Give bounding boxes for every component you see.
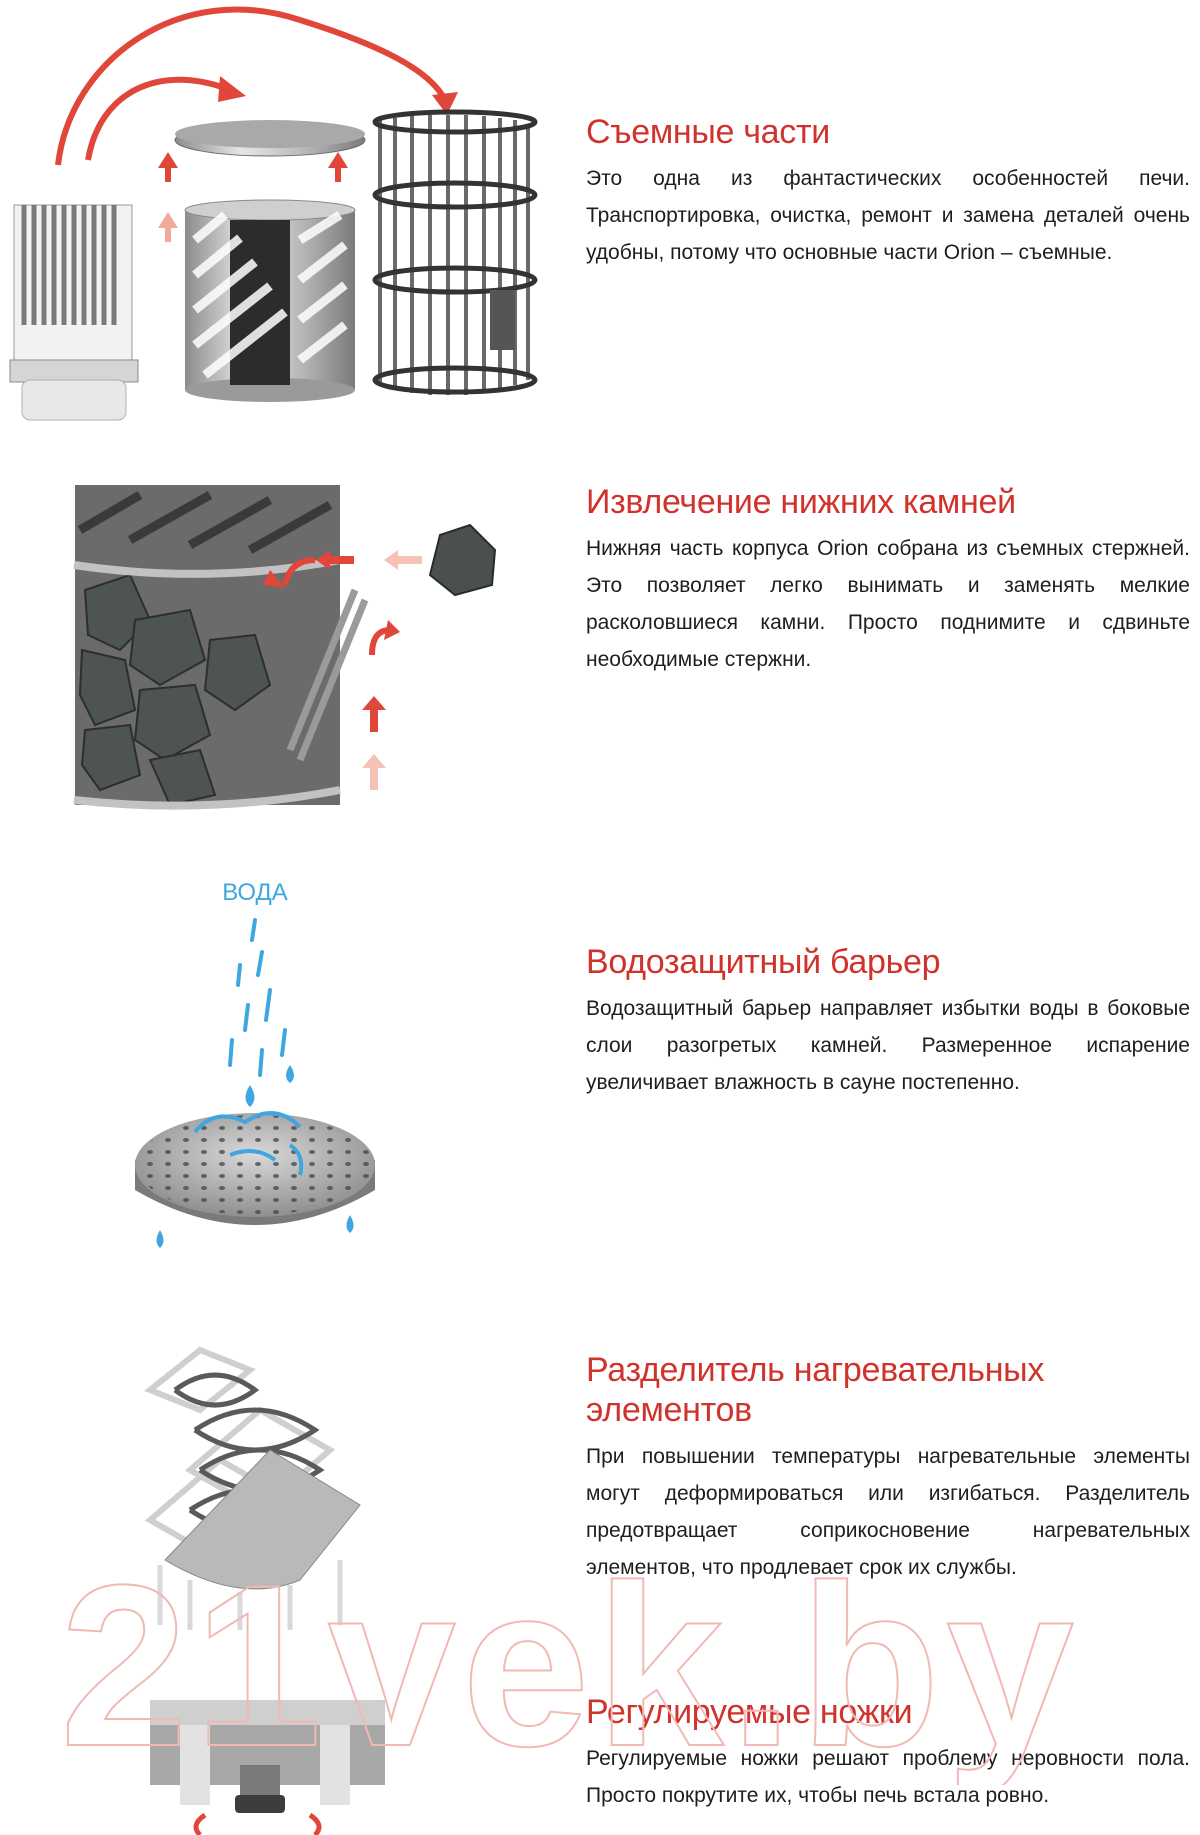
removable-parts-text: Съемные части Это одна из фантастических… bbox=[586, 112, 1190, 271]
perforated-cylinder bbox=[184, 199, 356, 402]
heading-water-barrier: Водозащитный барьер bbox=[586, 943, 941, 981]
heating-elements-unit bbox=[9, 204, 139, 421]
adjustable-legs-text: Регулируемые ножки Регулируемые ножки ре… bbox=[586, 1692, 1190, 1814]
section-adjustable-legs: Регулируемые ножки Регулируемые ножки ре… bbox=[0, 1670, 1200, 1835]
heater-separator-illustration bbox=[144, 1346, 361, 1630]
description-removable-parts: Это одна из фантастических особенностей … bbox=[586, 167, 1190, 264]
bar-cage bbox=[372, 109, 538, 395]
description-heater-separator: При повышении температуры нагревательные… bbox=[586, 1445, 1190, 1579]
arrow-curve-inner bbox=[85, 76, 226, 161]
section-heater-separator: Разделитель нагревательных элементов При… bbox=[0, 1330, 1200, 1630]
heading-removable-parts: Съемные части bbox=[586, 113, 830, 151]
section-water-barrier: ВОДА bbox=[0, 870, 1200, 1280]
heading-adjustable-legs: Регулируемые ножки bbox=[586, 1693, 913, 1731]
water-barrier-text: Водозащитный барьер Водозащитный барьер … bbox=[586, 942, 1190, 1101]
lower-stones-text: Извлечение нижних камней Нижняя часть ко… bbox=[586, 482, 1190, 678]
section-removable-parts: Съемные части Это одна из фантастических… bbox=[0, 0, 1200, 450]
water-label: ВОДА bbox=[222, 879, 288, 906]
description-water-barrier: Водозащитный барьер направляет избытки в… bbox=[586, 997, 1190, 1094]
arrow-curve-outer bbox=[55, 6, 448, 166]
removable-parts-illustration bbox=[9, 6, 538, 421]
water-barrier-illustration: ВОДА bbox=[135, 879, 375, 1248]
description-adjustable-legs: Регулируемые ножки решают проблему неров… bbox=[586, 1747, 1190, 1807]
leg-foot bbox=[235, 1795, 285, 1813]
heading-lower-stones: Извлечение нижних камней bbox=[586, 483, 1016, 521]
section-lower-stones: Извлечение нижних камней Нижняя часть ко… bbox=[0, 470, 1200, 840]
separator-plate bbox=[164, 1449, 361, 1590]
stone bbox=[428, 523, 497, 597]
adjustable-legs-illustration bbox=[150, 1700, 385, 1835]
lower-stones-illustration bbox=[73, 470, 497, 815]
heater-separator-text: Разделитель нагревательных элементов При… bbox=[586, 1350, 1190, 1586]
heading-heater-separator: Разделитель нагревательных элементов bbox=[586, 1351, 1045, 1429]
description-lower-stones: Нижняя часть корпуса Orion собрана из съ… bbox=[586, 537, 1190, 671]
